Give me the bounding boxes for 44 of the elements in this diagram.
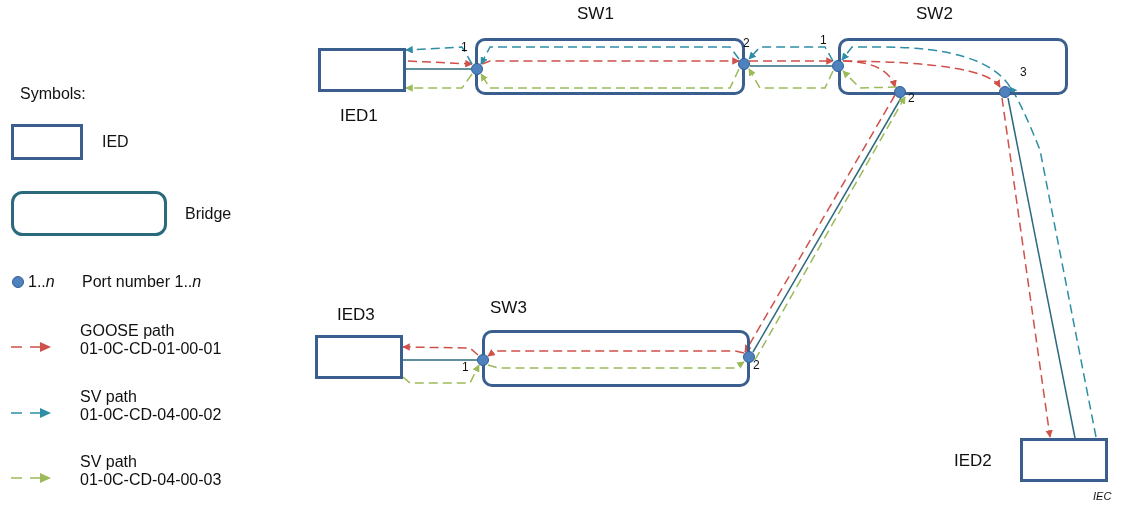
- path-arrow: [402, 364, 480, 384]
- device-label: SW2: [916, 4, 953, 24]
- port-sample-text: 1..n: [28, 273, 55, 292]
- path-arrow: [1009, 86, 1097, 438]
- path-arrow: [407, 59, 473, 68]
- path-arrow: [841, 46, 1011, 88]
- path-arrow: [480, 68, 740, 89]
- path-arrow: [481, 57, 740, 65]
- port-number: 2: [908, 92, 915, 106]
- legend-text: GOOSE path 01-0C-CD-01-00-01: [80, 322, 223, 359]
- device-label: IED3: [337, 305, 375, 325]
- device-label: IED1: [340, 106, 378, 126]
- path-arrow: [487, 349, 745, 357]
- link-line: [402, 359, 478, 361]
- link-line: [405, 68, 472, 70]
- legend-text: SV path 01-0C-CD-04-00-02: [80, 388, 223, 425]
- path-arrow: [842, 70, 898, 89]
- legend-text: IED: [102, 133, 129, 152]
- path-arrow: [842, 60, 1001, 88]
- device-label: IED2: [954, 451, 992, 471]
- path-arrow: [748, 57, 834, 65]
- path-arrow: [480, 46, 740, 65]
- path-arrow: [1001, 97, 1053, 438]
- link-line: [749, 65, 833, 67]
- path-arrow: [748, 46, 834, 62]
- path-arrow: [405, 45, 473, 65]
- device-label: SW1: [577, 4, 614, 24]
- device-label: SW3: [490, 298, 527, 318]
- path-arrow: [487, 361, 745, 369]
- port-number: 3: [1020, 66, 1027, 80]
- link-line: [1007, 97, 1076, 439]
- port-number: 1: [820, 34, 827, 48]
- port-number: 1: [462, 361, 469, 375]
- port-number: 2: [743, 37, 750, 51]
- path-arrow: [402, 343, 479, 356]
- port-number: 2: [753, 359, 760, 373]
- legend-text: Bridge: [185, 205, 232, 224]
- source-note: IEC: [1093, 490, 1112, 503]
- port-number: 1: [461, 41, 468, 55]
- path-arrow: [748, 68, 834, 89]
- legend-text: SV path 01-0C-CD-04-00-03: [80, 453, 223, 490]
- legend-text: Port number 1..n: [82, 273, 202, 292]
- legend-heading: Symbols:: [20, 85, 86, 104]
- path-arrow: [405, 73, 473, 92]
